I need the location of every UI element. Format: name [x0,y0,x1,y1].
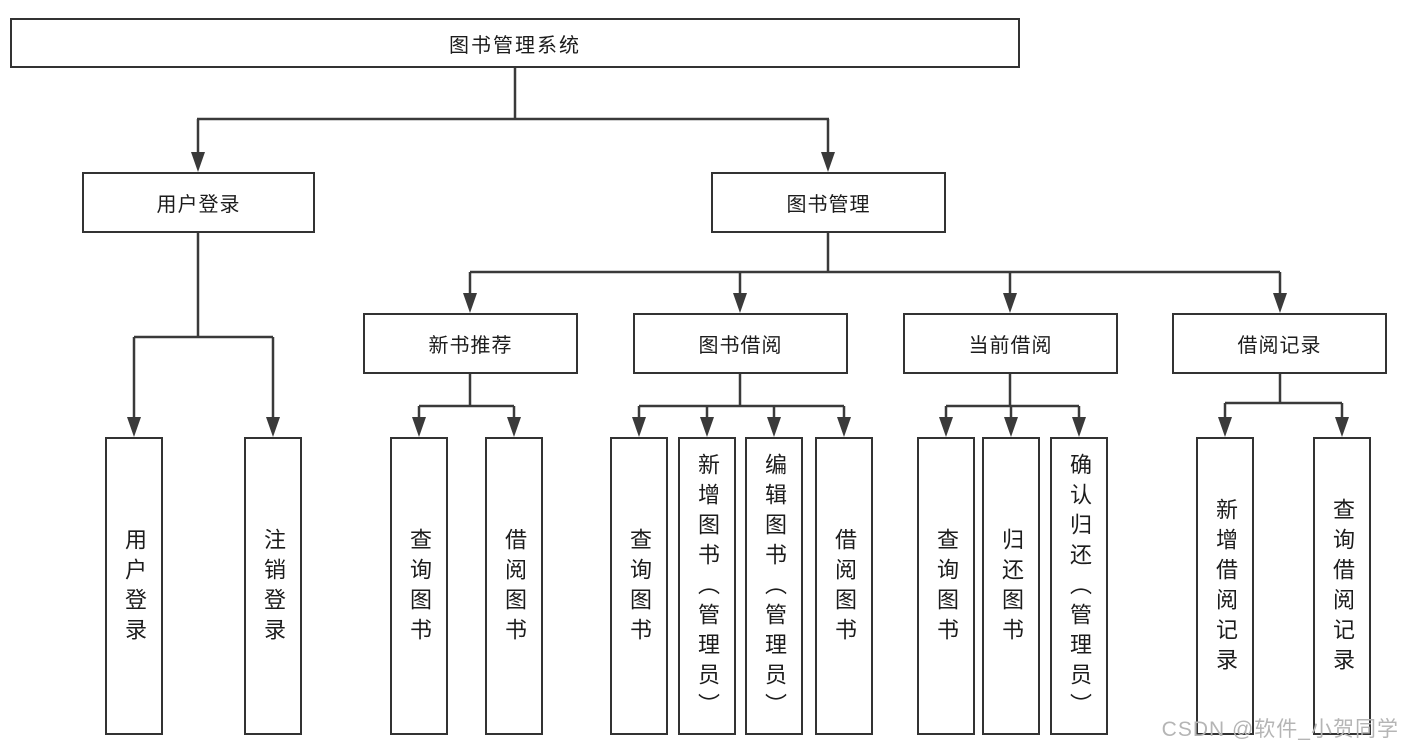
arrow-down-icon [1218,417,1232,437]
arrow-down-icon [127,417,141,437]
node-label: 查询借阅记录 [1330,498,1355,678]
arrow-down-icon [700,417,714,437]
node-label: 查询图书 [627,528,652,648]
watermark: CSDN @软件_小贺同学 [1161,718,1399,741]
leaf-query-books-recommend: 查询图书 [390,437,448,735]
arrow-down-icon [1004,417,1018,437]
leaf-add-book-admin: 新增图书（管理员） [678,437,736,735]
node-library-management-system: 图书管理系统 [10,18,1020,68]
leaf-confirm-return-admin: 确认归还（管理员） [1050,437,1108,735]
arrow-down-icon [1335,417,1349,437]
leaf-add-borrow-record: 新增借阅记录 [1196,437,1254,735]
node-label: 当前借阅 [968,335,1053,357]
node-label: 查询图书 [407,528,432,648]
arrow-down-icon [412,417,426,437]
node-label: 图书管理 [786,194,871,216]
arrow-down-icon [767,417,781,437]
arrow-down-icon [463,293,477,313]
leaf-edit-book-admin: 编辑图书（管理员） [745,437,803,735]
node-label: 查询图书 [934,528,959,648]
leaf-return-book: 归还图书 [982,437,1040,735]
node-label: 新增借阅记录 [1213,498,1238,678]
leaf-user-login: 用户登录 [105,437,163,735]
arrow-down-icon [837,417,851,437]
node-label: 借阅图书 [832,528,857,648]
leaf-query-borrow-record: 查询借阅记录 [1313,437,1371,735]
node-label: 确认归还（管理员） [1067,453,1092,723]
arrow-down-icon [1003,293,1017,313]
connector-paths [132,68,1344,419]
arrow-down-icon [507,417,521,437]
arrow-down-icon [1273,293,1287,313]
arrow-down-icon [632,417,646,437]
node-label: 借阅图书 [502,528,527,648]
arrow-down-icon [1072,417,1086,437]
node-label: 图书借阅 [698,335,783,357]
arrow-down-icon [939,417,953,437]
node-user-login: 用户登录 [82,172,315,233]
node-label: 新增图书（管理员） [695,453,720,723]
node-label: 借阅记录 [1237,335,1322,357]
node-label: 注销登录 [261,528,286,648]
node-borrowing-records: 借阅记录 [1172,313,1387,374]
arrow-down-icon [733,293,747,313]
node-book-management: 图书管理 [711,172,946,233]
node-book-borrowing: 图书借阅 [633,313,848,374]
arrow-down-icon [191,152,205,172]
arrow-down-icon [266,417,280,437]
leaf-borrow-books: 借阅图书 [815,437,873,735]
node-current-borrowing: 当前借阅 [903,313,1118,374]
node-label: 用户登录 [156,194,241,216]
leaf-query-books-current: 查询图书 [917,437,975,735]
node-label: 归还图书 [999,528,1024,648]
leaf-borrow-books-recommend: 借阅图书 [485,437,543,735]
node-new-book-recommendation: 新书推荐 [363,313,578,374]
arrow-down-icon [821,152,835,172]
node-label: 图书管理系统 [449,34,581,57]
node-label: 用户登录 [122,528,147,648]
node-label: 新书推荐 [428,335,513,357]
arrowhead-icons [127,152,1349,437]
node-label: 编辑图书（管理员） [762,453,787,723]
leaf-query-books-borrow: 查询图书 [610,437,668,735]
leaf-logout: 注销登录 [244,437,302,735]
